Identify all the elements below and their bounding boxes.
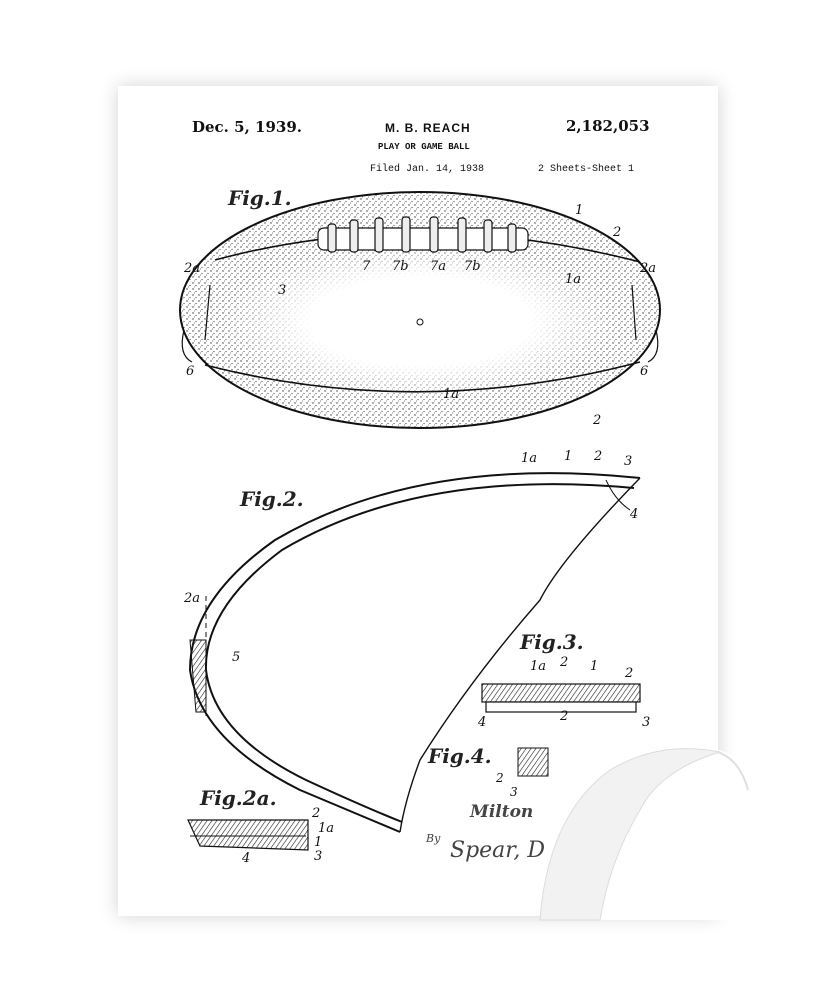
svg-text:3: 3 xyxy=(510,785,518,799)
patent-date: Dec. 5, 1939. xyxy=(192,118,302,136)
inventor-name: M. B. REACH xyxy=(385,121,471,135)
fig3-numerals: 1a 2 1 2 4 2 3 xyxy=(477,655,650,730)
svg-text:2: 2 xyxy=(559,655,568,670)
svg-text:1a: 1a xyxy=(530,659,546,674)
svg-text:2: 2 xyxy=(592,413,601,428)
svg-text:4: 4 xyxy=(629,507,638,522)
sheet-count: 2 Sheets-Sheet 1 xyxy=(538,164,635,175)
page-curl xyxy=(539,744,749,921)
svg-text:2: 2 xyxy=(593,449,602,464)
svg-text:2: 2 xyxy=(624,666,633,681)
fig4-detail xyxy=(517,747,549,777)
fig4-label: Fig.4. xyxy=(428,744,492,768)
inventor-signature: Milton xyxy=(470,802,534,822)
fig1-football xyxy=(179,191,661,429)
svg-text:2a: 2a xyxy=(183,261,200,276)
attorney-signature: Spear, D xyxy=(450,838,546,863)
svg-text:3: 3 xyxy=(642,715,650,730)
svg-text:1a: 1a xyxy=(521,451,537,466)
svg-text:1a: 1a xyxy=(565,272,581,287)
svg-text:3: 3 xyxy=(624,454,632,469)
svg-text:1: 1 xyxy=(564,449,572,464)
fig2-label: Fig.2. xyxy=(240,487,304,511)
svg-text:2a: 2a xyxy=(183,591,200,606)
svg-text:1a: 1a xyxy=(443,387,459,402)
svg-text:3: 3 xyxy=(278,283,286,298)
svg-text:2: 2 xyxy=(612,225,621,240)
svg-text:2: 2 xyxy=(311,806,320,821)
svg-text:4: 4 xyxy=(477,715,486,730)
fig1-numerals: 1 2 2a 1a 2a 3 7 7b 7a 7b 6 6 1a 2 xyxy=(183,203,656,428)
svg-text:2: 2 xyxy=(495,771,504,785)
fig2a-label: Fig.2a. xyxy=(200,786,277,810)
svg-text:4: 4 xyxy=(241,851,250,866)
svg-text:7a: 7a xyxy=(430,259,446,274)
svg-text:7b: 7b xyxy=(392,259,409,274)
fig2-numerals: 1a 1 2 3 4 2a 5 xyxy=(183,449,638,665)
svg-text:3: 3 xyxy=(314,849,322,864)
svg-text:7b: 7b xyxy=(464,259,481,274)
svg-text:1a: 1a xyxy=(318,821,334,836)
fig1-label: Fig.1. xyxy=(228,186,292,210)
svg-text:6: 6 xyxy=(640,364,648,379)
svg-text:1: 1 xyxy=(575,203,583,218)
fig4-numerals: 2 3 xyxy=(495,771,518,799)
svg-text:7: 7 xyxy=(362,259,371,274)
fig3-label: Fig.3. xyxy=(520,630,584,654)
fig3-detail xyxy=(481,683,641,713)
fig2-cross-section xyxy=(188,472,641,833)
svg-text:2: 2 xyxy=(559,709,568,724)
svg-text:1: 1 xyxy=(590,659,598,674)
by-label: By xyxy=(426,832,441,845)
filing-date: Filed Jan. 14, 1938 xyxy=(370,164,485,175)
patent-subject: PLAY OR GAME BALL xyxy=(378,142,470,152)
fig2a-numerals: 2 1a 1 3 4 xyxy=(241,806,334,866)
patent-number: 2,182,053 xyxy=(566,117,650,135)
svg-text:5: 5 xyxy=(232,650,240,665)
svg-text:6: 6 xyxy=(186,364,194,379)
svg-text:1: 1 xyxy=(314,835,322,850)
fig2a-detail xyxy=(187,819,309,851)
svg-text:2a: 2a xyxy=(639,261,656,276)
